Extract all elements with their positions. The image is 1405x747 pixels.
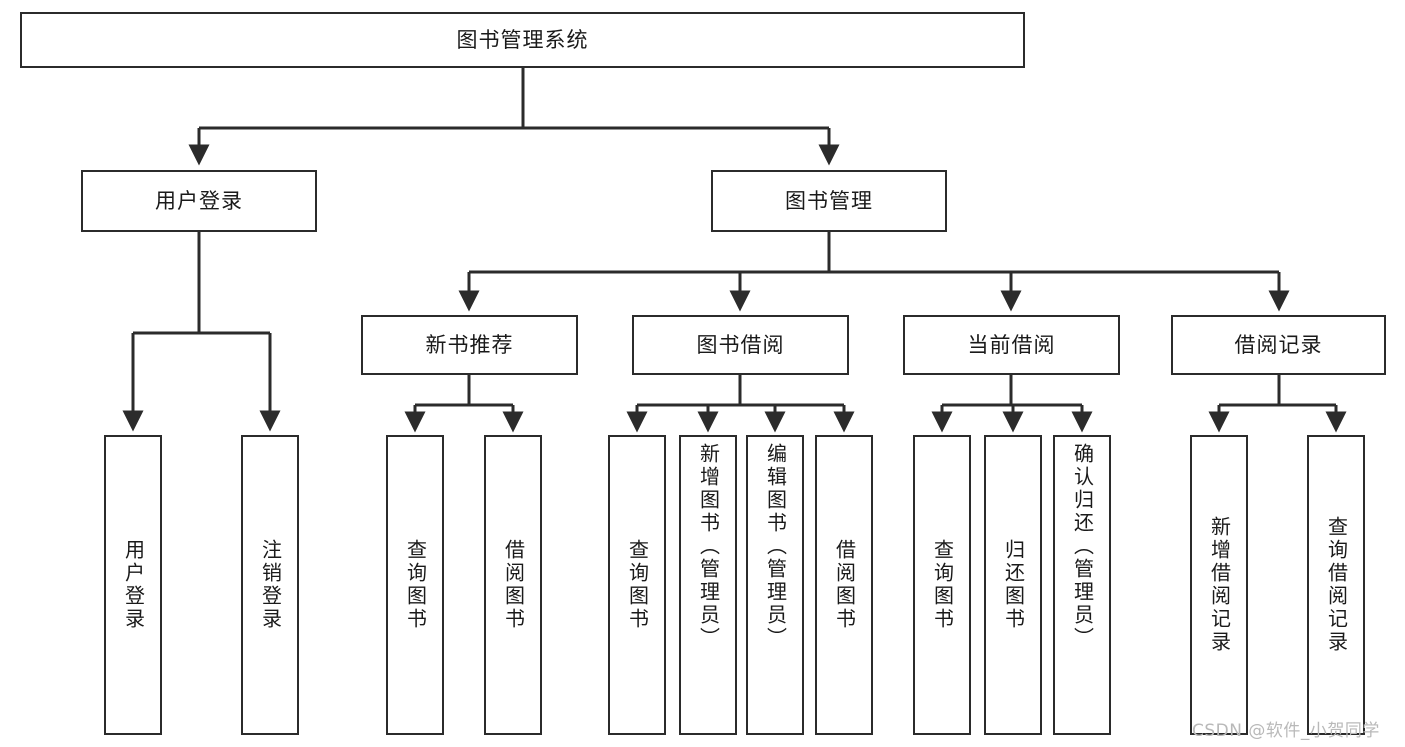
- leaf-user-login[interactable]: 用户登录: [104, 435, 162, 735]
- node-current-borrow[interactable]: 当前借阅: [903, 315, 1120, 375]
- leaf-query-book-current[interactable]: 查询图书: [913, 435, 971, 735]
- leaf-return-book[interactable]: 归还图书: [984, 435, 1042, 735]
- node-label: 图书管理: [785, 188, 873, 213]
- node-label: 注销登录: [258, 539, 283, 631]
- node-label: 新增图书（管理员）: [696, 443, 721, 650]
- node-label: 借阅图书: [832, 539, 857, 631]
- node-label: 用户登录: [155, 188, 243, 213]
- leaf-query-book-recommend[interactable]: 查询图书: [386, 435, 444, 735]
- node-label: 图书管理系统: [456, 27, 589, 52]
- node-book-borrow[interactable]: 图书借阅: [632, 315, 849, 375]
- node-root[interactable]: 图书管理系统: [20, 12, 1025, 68]
- leaf-borrow-book[interactable]: 借阅图书: [815, 435, 873, 735]
- leaf-confirm-return-admin[interactable]: 确认归还（管理员）: [1053, 435, 1111, 735]
- node-label: 查询图书: [403, 539, 428, 631]
- node-new-book-recommend[interactable]: 新书推荐: [361, 315, 578, 375]
- node-user-login[interactable]: 用户登录: [81, 170, 317, 232]
- node-label: 确认归还（管理员）: [1070, 443, 1095, 650]
- leaf-query-borrow-record[interactable]: 查询借阅记录: [1307, 435, 1365, 735]
- node-label: 用户登录: [121, 539, 146, 631]
- node-label: 当前借阅: [967, 332, 1056, 357]
- node-borrow-record[interactable]: 借阅记录: [1171, 315, 1386, 375]
- leaf-query-book-borrow[interactable]: 查询图书: [608, 435, 666, 735]
- leaf-add-book-admin[interactable]: 新增图书（管理员）: [679, 435, 737, 735]
- watermark: CSDN @软件_小贺同学: [1192, 721, 1380, 741]
- node-label: 新增借阅记录: [1207, 516, 1232, 654]
- node-label: 新书推荐: [425, 332, 514, 357]
- node-label: 查询图书: [625, 539, 650, 631]
- node-book-management[interactable]: 图书管理: [711, 170, 947, 232]
- node-label: 编辑图书（管理员）: [763, 443, 788, 650]
- leaf-add-borrow-record[interactable]: 新增借阅记录: [1190, 435, 1248, 735]
- leaf-borrow-book-recommend[interactable]: 借阅图书: [484, 435, 542, 735]
- node-label: 图书借阅: [696, 332, 785, 357]
- node-label: 查询图书: [930, 539, 955, 631]
- node-label: 归还图书: [1001, 539, 1026, 631]
- node-label: 查询借阅记录: [1324, 516, 1349, 654]
- leaf-logout[interactable]: 注销登录: [241, 435, 299, 735]
- leaf-edit-book-admin[interactable]: 编辑图书（管理员）: [746, 435, 804, 735]
- node-label: 借阅记录: [1234, 332, 1323, 357]
- node-label: 借阅图书: [501, 539, 526, 631]
